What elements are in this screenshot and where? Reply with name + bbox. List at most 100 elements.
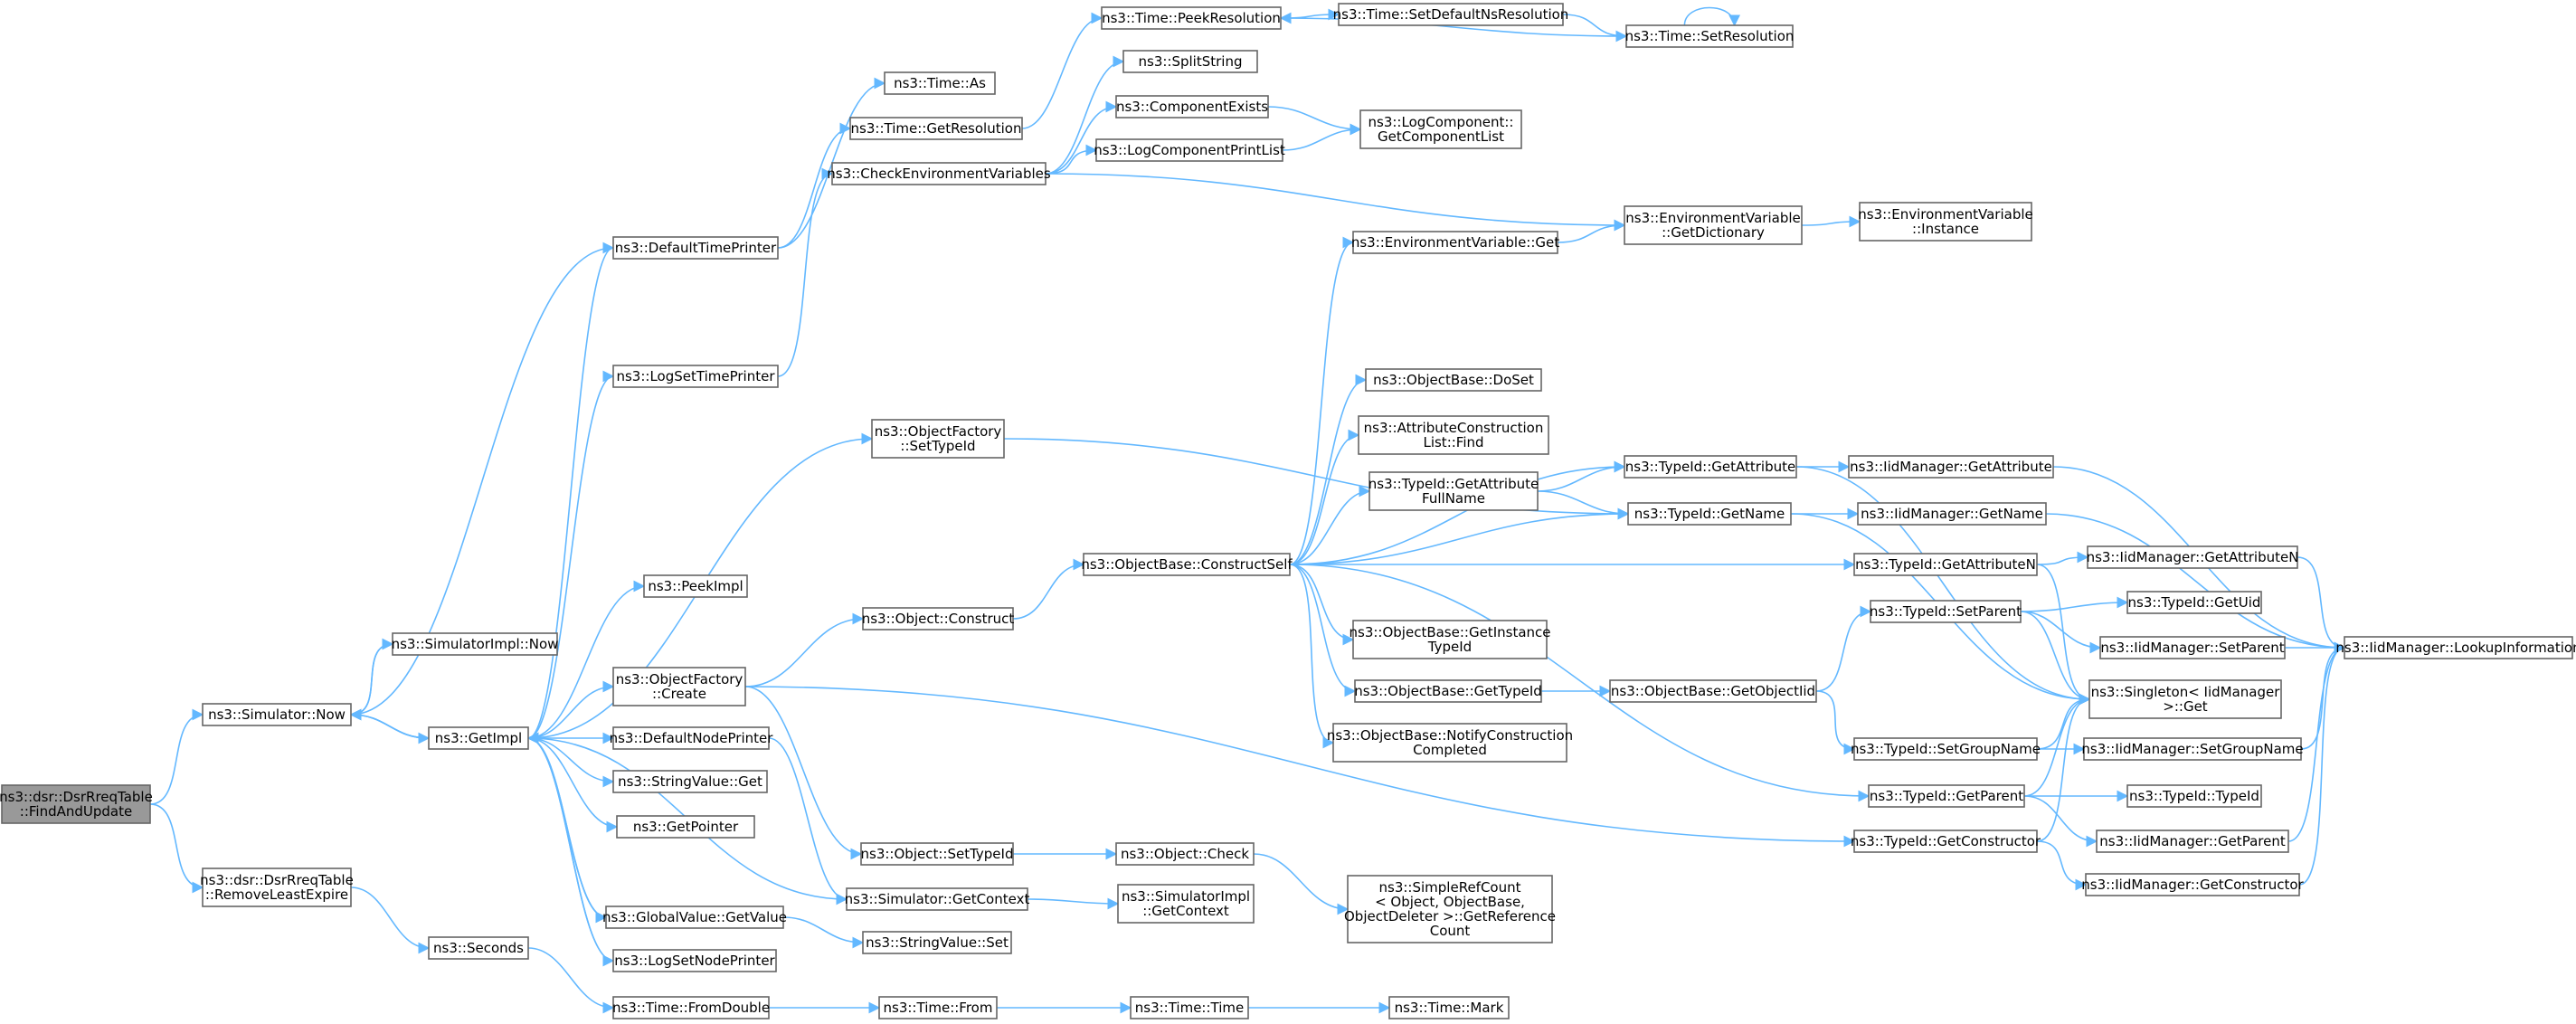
node-box — [2085, 873, 2300, 896]
node-timeFrom[interactable]: ns3::Time::From — [878, 996, 998, 1019]
node-objConstruct[interactable]: ns3::Object::Construct — [862, 607, 1015, 631]
node-timeAs[interactable]: ns3::Time::As — [884, 71, 996, 95]
node-box — [1857, 502, 2047, 526]
node-box — [2126, 784, 2262, 808]
node-logCompGetList[interactable]: ns3::LogComponent::GetComponentList — [1359, 109, 1522, 149]
node-simNow[interactable]: ns3::Simulator::Now — [202, 703, 352, 726]
edge-typeIdGetAttrFull-to-typeIdGetName — [1537, 490, 1630, 520]
node-logSetNodePrinter[interactable]: ns3::LogSetNodePrinter — [612, 949, 777, 972]
node-simImplNow[interactable]: ns3::SimulatorImpl::Now — [392, 632, 559, 656]
node-objBaseNotify[interactable]: ns3::ObjectBase::NotifyConstructionCompl… — [1327, 723, 1573, 763]
node-label: >::Get — [2163, 698, 2208, 715]
edge-getImpl-to-simNow — [349, 708, 430, 739]
node-typeIdGetName[interactable]: ns3::TypeId::GetName — [1627, 502, 1792, 526]
node-timeMark[interactable]: ns3::Time::Mark — [1388, 996, 1510, 1019]
node-label: ::GetContext — [1142, 903, 1229, 919]
edge-getImpl-to-peekImpl — [527, 580, 646, 739]
node-splitString[interactable]: ns3::SplitString — [1122, 50, 1258, 73]
node-typeIdTypeId[interactable]: ns3::TypeId::TypeId — [2126, 784, 2262, 808]
node-singletonGet[interactable]: ns3::Singleton< IidManager>::Get — [2088, 679, 2282, 719]
node-simGetContext[interactable]: ns3::Simulator::GetContext — [845, 887, 1030, 911]
node-typeIdGetAttr[interactable]: ns3::TypeId::GetAttribute — [1624, 455, 1797, 479]
node-box — [1624, 455, 1797, 479]
node-typeIdSetParent[interactable]: ns3::TypeId::SetParent — [1870, 600, 2022, 623]
node-seconds[interactable]: ns3::Seconds — [428, 936, 529, 960]
node-iidGetName[interactable]: ns3::IidManager::GetName — [1857, 502, 2047, 526]
node-iidLookup[interactable]: ns3::IidManager::LookupInformation — [2335, 636, 2576, 659]
node-timeFromDouble[interactable]: ns3::Time::FromDouble — [612, 996, 770, 1019]
node-label: ns3::EnvironmentVariable::Get — [1351, 234, 1559, 251]
node-timeSetRes[interactable]: ns3::Time::SetResolution — [1625, 24, 1795, 48]
node-objCheck[interactable]: ns3::Object::Check — [1115, 842, 1255, 866]
node-iidSetGroupName[interactable]: ns3::IidManager::SetGroupName — [2081, 737, 2304, 761]
node-envVarInstance[interactable]: ns3::EnvironmentVariable::Instance — [1858, 202, 2033, 242]
edge-iidGetConstructor-to-iidLookup — [2298, 641, 2346, 886]
node-simpleRefGetRefCount[interactable]: ns3::SimpleRefCount< Object, ObjectBase,… — [1344, 875, 1556, 943]
node-iidGetAttr[interactable]: ns3::IidManager::GetAttribute — [1848, 455, 2054, 479]
node-getPointer[interactable]: ns3::GetPointer — [616, 815, 755, 839]
node-objFactCreate[interactable]: ns3::ObjectFactory::Create — [612, 667, 746, 706]
node-timePeekRes[interactable]: ns3::Time::PeekResolution — [1101, 6, 1282, 30]
node-objBaseGetObjectIid[interactable]: ns3::ObjectBase::GetObjectIid — [1609, 679, 1817, 703]
node-label: ns3::ComponentExists — [1116, 99, 1268, 115]
node-root[interactable]: ns3::dsr::DsrRreqTable::FindAndUpdate — [0, 784, 153, 824]
node-box — [1853, 737, 2038, 761]
node-label: ns3::SimulatorImpl — [1122, 888, 1250, 905]
node-objFactSetTypeId[interactable]: ns3::ObjectFactory::SetTypeId — [871, 419, 1005, 459]
node-typeIdGetAttrN[interactable]: ns3::TypeId::GetAttributeN — [1853, 553, 2038, 576]
node-box — [2344, 636, 2573, 659]
edge-root-to-simNow — [149, 708, 204, 805]
node-typeIdGetUid[interactable]: ns3::TypeId::GetUid — [2126, 591, 2262, 614]
node-typeIdGetConstructor[interactable]: ns3::TypeId::GetConstructor — [1851, 830, 2041, 853]
node-label: ::GetDictionary — [1662, 224, 1765, 241]
node-label: ns3::GetImpl — [435, 730, 522, 746]
edge-timeGetRes-to-timePeekRes — [1021, 12, 1103, 129]
node-iidGetParent[interactable]: ns3::IidManager::GetParent — [2096, 830, 2289, 853]
node-iidSetParent[interactable]: ns3::IidManager::SetParent — [2099, 636, 2286, 659]
node-envVarGet[interactable]: ns3::EnvironmentVariable::Get — [1351, 231, 1559, 254]
node-label: ns3::LogComponent:: — [1368, 114, 1514, 130]
edge-iidGetAttrN-to-iidLookup — [2297, 556, 2346, 654]
node-stringValueGet[interactable]: ns3::StringValue::Get — [612, 770, 768, 793]
node-envVarGetDict[interactable]: ns3::EnvironmentVariable::GetDictionary — [1624, 205, 1803, 245]
node-simImplGetContext[interactable]: ns3::SimulatorImpl::GetContext — [1117, 884, 1255, 924]
node-objBaseConstructSelf[interactable]: ns3::ObjectBase::ConstructSelf — [1081, 553, 1293, 576]
node-logCompPrintList[interactable]: ns3::LogComponentPrintList — [1094, 138, 1285, 162]
edge-defTimePrinter-to-simNow — [349, 247, 614, 721]
node-box — [1, 784, 151, 824]
node-compExists[interactable]: ns3::ComponentExists — [1115, 95, 1269, 119]
node-iidGetConstructor[interactable]: ns3::IidManager::GetConstructor — [2081, 873, 2305, 896]
node-logSetTimePrinter[interactable]: ns3::LogSetTimePrinter — [612, 365, 779, 388]
edge-envVarGet-to-envVarGetDict — [1557, 219, 1626, 243]
edge-getImpl-to-logSetTimePrinter — [527, 370, 615, 739]
edge-globalValueGet-to-stringValueSet — [782, 916, 865, 949]
node-box — [612, 365, 779, 388]
node-defTimePrinter[interactable]: ns3::DefaultTimePrinter — [612, 236, 779, 260]
node-getImpl[interactable]: ns3::GetImpl — [428, 726, 529, 750]
node-objSetTypeId[interactable]: ns3::Object::SetTypeId — [860, 842, 1014, 866]
node-objBaseGetTid[interactable]: ns3::ObjectBase::GetTypeId — [1354, 679, 1542, 703]
edge-getImpl-to-stringValueGet — [527, 737, 615, 788]
node-timeSetDefNsRes[interactable]: ns3::Time::SetDefaultNsResolution — [1333, 3, 1569, 26]
node-timeTime[interactable]: ns3::Time::Time — [1130, 996, 1249, 1019]
node-box — [1347, 875, 1553, 943]
node-peekImpl[interactable]: ns3::PeekImpl — [643, 574, 748, 598]
node-checkEnv[interactable]: ns3::CheckEnvironmentVariables — [827, 162, 1051, 185]
node-globalValueGet[interactable]: ns3::GlobalValue::GetValue — [602, 905, 787, 929]
node-typeIdGetParent[interactable]: ns3::TypeId::GetParent — [1868, 784, 2025, 808]
node-removeLeast[interactable]: ns3::dsr::DsrRreqTable::RemoveLeastExpir… — [200, 868, 354, 907]
node-box — [1115, 95, 1269, 119]
node-objBaseDoSet[interactable]: ns3::ObjectBase::DoSet — [1365, 368, 1542, 392]
node-typeIdSetGroupName[interactable]: ns3::TypeId::SetGroupName — [1851, 737, 2041, 761]
node-box — [1859, 202, 2032, 242]
node-timeGetRes[interactable]: ns3::Time::GetResolution — [849, 117, 1023, 140]
node-stringValueSet[interactable]: ns3::StringValue::Set — [862, 931, 1012, 954]
edge-typeIdSetParent-to-typeIdGetUid — [2020, 596, 2129, 612]
node-defNodePrinter[interactable]: ns3::DefaultNodePrinter — [610, 726, 774, 750]
node-iidGetAttrN[interactable]: ns3::IidManager::GetAttributeN — [2087, 545, 2299, 569]
node-label: ns3::TypeId::GetUid — [2128, 594, 2261, 611]
